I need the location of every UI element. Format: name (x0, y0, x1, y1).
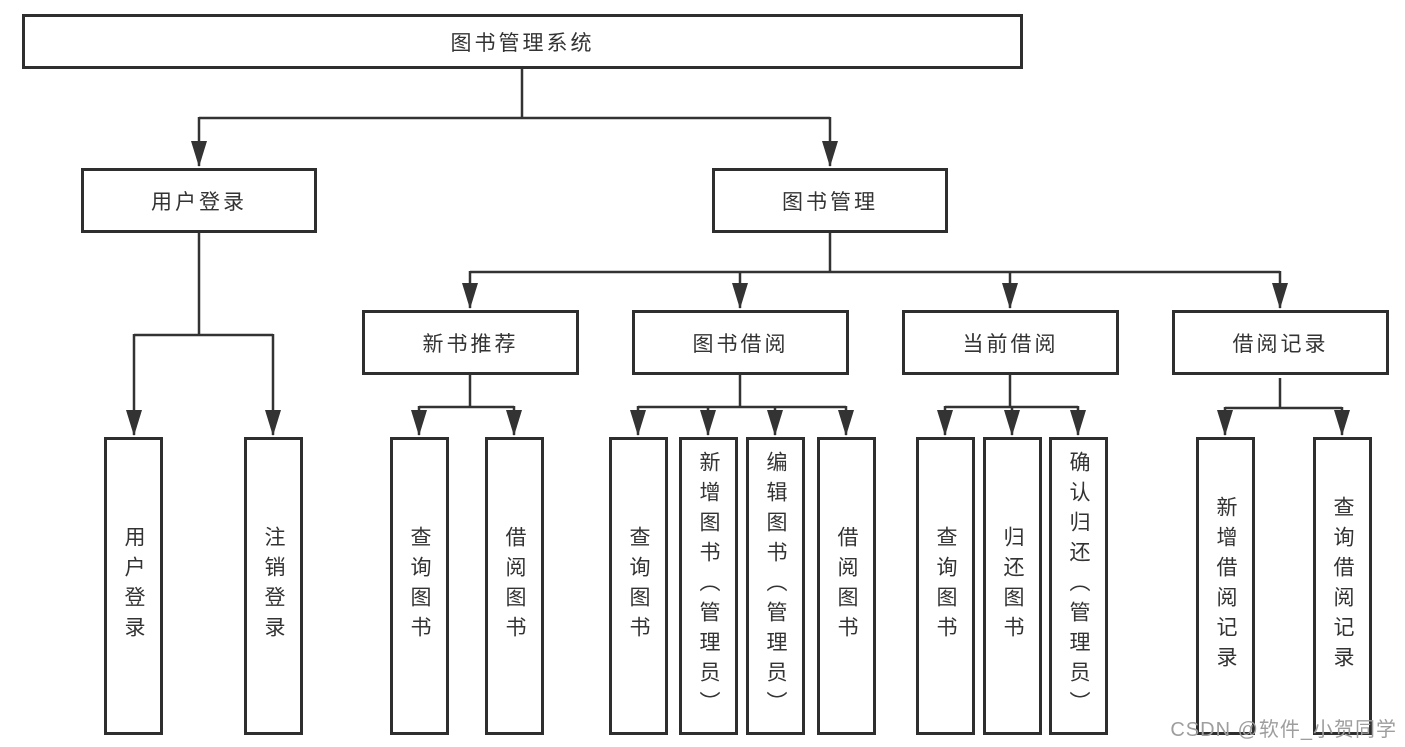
node-label: 图书管理 (782, 190, 878, 214)
node-borrow-records: 借阅记录 (1172, 310, 1389, 375)
node-label: 查询图书 (627, 526, 651, 646)
connector-borrow-records-children (1217, 378, 1350, 436)
node-label: 图书管理系统 (450, 31, 595, 55)
connector-book-borrow-children (630, 375, 854, 436)
node-label: 注销登录 (262, 526, 286, 646)
node-label: 确认归还（管理员） (1067, 451, 1091, 721)
leaf-borrow-books-recommend: 借阅图书 (485, 437, 544, 735)
node-label: 查询借阅记录 (1331, 496, 1355, 676)
node-label: 借阅记录 (1232, 332, 1329, 356)
leaf-logout: 注销登录 (244, 437, 303, 735)
node-user-login: 用户登录 (81, 168, 317, 233)
node-book-borrow: 图书借阅 (632, 310, 849, 375)
connector-book-management-children (462, 232, 1288, 309)
leaf-add-book-admin: 新增图书（管理员） (679, 437, 738, 735)
leaf-edit-book-admin: 编辑图书（管理员） (746, 437, 805, 735)
leaf-confirm-return-admin: 确认归还（管理员） (1049, 437, 1108, 735)
node-label: 借阅图书 (835, 526, 859, 646)
node-label: 用户登录 (122, 526, 146, 646)
leaf-add-borrow-record: 新增借阅记录 (1196, 437, 1255, 735)
node-label: 查询图书 (934, 526, 958, 646)
connector-current-borrow-children (937, 375, 1086, 436)
connector-new-book-children (411, 375, 522, 436)
node-label: 用户登录 (151, 190, 247, 214)
leaf-return-books: 归还图书 (983, 437, 1042, 735)
connector-root-to-level2 (191, 68, 838, 167)
leaf-query-books-current: 查询图书 (916, 437, 975, 735)
node-label: 当前借阅 (962, 332, 1059, 356)
node-book-management: 图书管理 (712, 168, 948, 233)
leaf-query-borrow-record: 查询借阅记录 (1313, 437, 1372, 735)
connector-user-login-children (126, 232, 281, 436)
node-new-book-recommend: 新书推荐 (362, 310, 579, 375)
leaf-query-books-borrow: 查询图书 (609, 437, 668, 735)
node-label: 编辑图书（管理员） (764, 451, 788, 721)
leaf-user-login: 用户登录 (104, 437, 163, 735)
node-label: 归还图书 (1001, 526, 1025, 646)
leaf-query-books-recommend: 查询图书 (390, 437, 449, 735)
node-current-borrow: 当前借阅 (902, 310, 1119, 375)
node-label: 新增借阅记录 (1214, 496, 1238, 676)
node-root-library-management-system: 图书管理系统 (22, 14, 1023, 69)
node-label: 查询图书 (408, 526, 432, 646)
leaf-borrow-books-borrow: 借阅图书 (817, 437, 876, 735)
node-label: 新书推荐 (422, 332, 519, 356)
node-label: 图书借阅 (692, 332, 789, 356)
node-label: 借阅图书 (503, 526, 527, 646)
csdn-watermark: CSDN @软件_小贺同学 (1170, 719, 1397, 741)
node-label: 新增图书（管理员） (697, 451, 721, 721)
